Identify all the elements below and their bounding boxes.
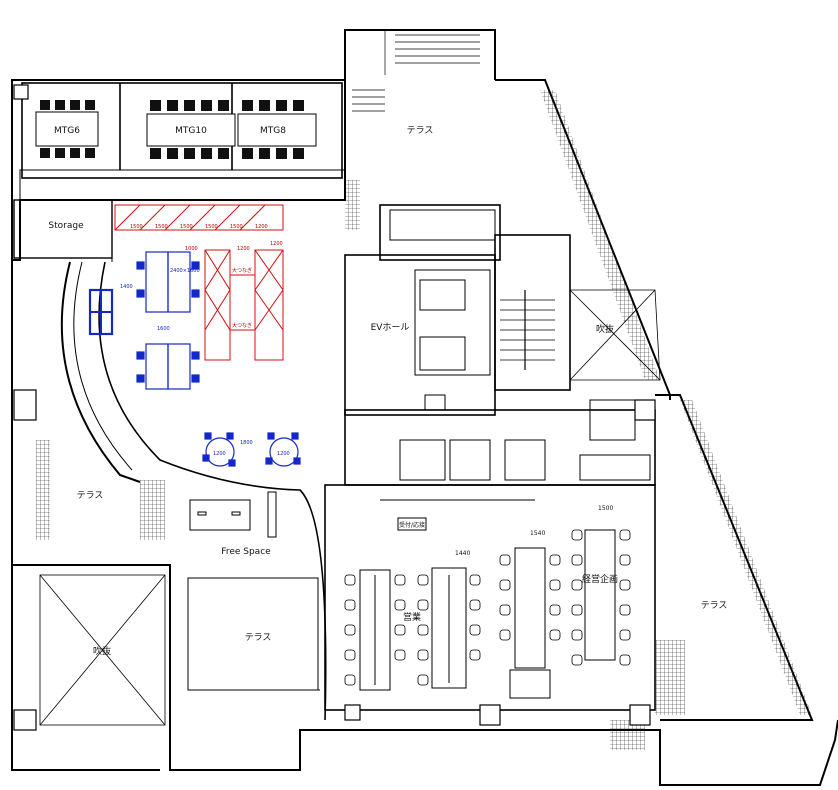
terrace-bottom-outline — [187, 577, 320, 691]
red-note-1: 大つなぎ — [232, 267, 252, 274]
mtg10-table — [146, 100, 236, 159]
area-label-terrace-bottom: テラス — [245, 632, 272, 643]
blue-desk-cluster — [88, 251, 301, 467]
red-dim-1: 1500 — [130, 224, 143, 230]
sales-dim-2: 1540 — [530, 530, 545, 537]
blue-dim-2: 2400×1600 — [170, 268, 200, 274]
red-dimension-labels: 1500 1500 1500 1500 1500 1200 1000 1200 … — [130, 224, 283, 329]
round-table-dim-2: 1200 — [277, 451, 290, 457]
room-label-ev-hall: EVホール — [371, 322, 410, 333]
office-chairs — [344, 529, 631, 686]
blue-dim-3: 1800 — [240, 440, 253, 446]
room-label-reception: 受付/応接 — [399, 521, 425, 529]
round-table-dim-1: 1200 — [213, 451, 226, 457]
room-label-mtg10: MTG10 — [175, 126, 207, 136]
room-label-storage: Storage — [48, 221, 84, 231]
mtg6-table — [35, 100, 99, 158]
stair-flights — [352, 30, 555, 370]
free-space-counter — [189, 491, 277, 538]
structural-columns — [13, 84, 656, 731]
blue-dimension-labels: 1400 2400×1600 1800 1600 1200 1200 — [120, 268, 290, 457]
red-dim-8: 1200 — [237, 246, 250, 252]
red-dim-2: 1500 — [155, 224, 168, 230]
curved-wall — [60, 200, 327, 721]
mtg8-table — [237, 100, 317, 159]
office-labels: 営業 経営企画 受付/応接 1440 1540 1500 — [399, 505, 618, 623]
blue-dim-1: 1400 — [120, 284, 133, 290]
red-dim-5: 1500 — [230, 224, 243, 230]
void-right — [569, 289, 661, 381]
area-label-terrace-top: テラス — [407, 125, 434, 136]
red-dim-7: 1000 — [185, 246, 198, 252]
red-dim-6: 1200 — [255, 224, 268, 230]
void-left — [39, 574, 166, 726]
red-note-2: 大つなぎ — [232, 322, 252, 329]
area-label-terrace-left: テラス — [77, 490, 104, 501]
sales-dim-1: 1440 — [455, 550, 470, 557]
red-dim-4: 1500 — [205, 224, 218, 230]
area-label-terrace-right: テラス — [701, 600, 728, 611]
red-dim-9: 1200 — [270, 241, 283, 247]
red-shelf-cluster — [114, 204, 284, 361]
area-label-free-space: Free Space — [221, 547, 271, 557]
area-label-sales: 営業 — [403, 611, 421, 623]
office-desks — [359, 529, 616, 699]
room-label-mtg8: MTG8 — [260, 126, 286, 136]
blue-dim-4: 1600 — [157, 326, 170, 332]
area-label-management: 経営企画 — [582, 573, 618, 585]
planter-hatching — [36, 90, 812, 750]
sales-dim-3: 1500 — [598, 505, 613, 512]
room-label-mtg6: MTG6 — [54, 126, 80, 136]
red-dim-3: 1500 — [180, 224, 193, 230]
area-label-void-right: 吹抜 — [596, 323, 614, 335]
area-label-void-left: 吹抜 — [93, 645, 111, 657]
